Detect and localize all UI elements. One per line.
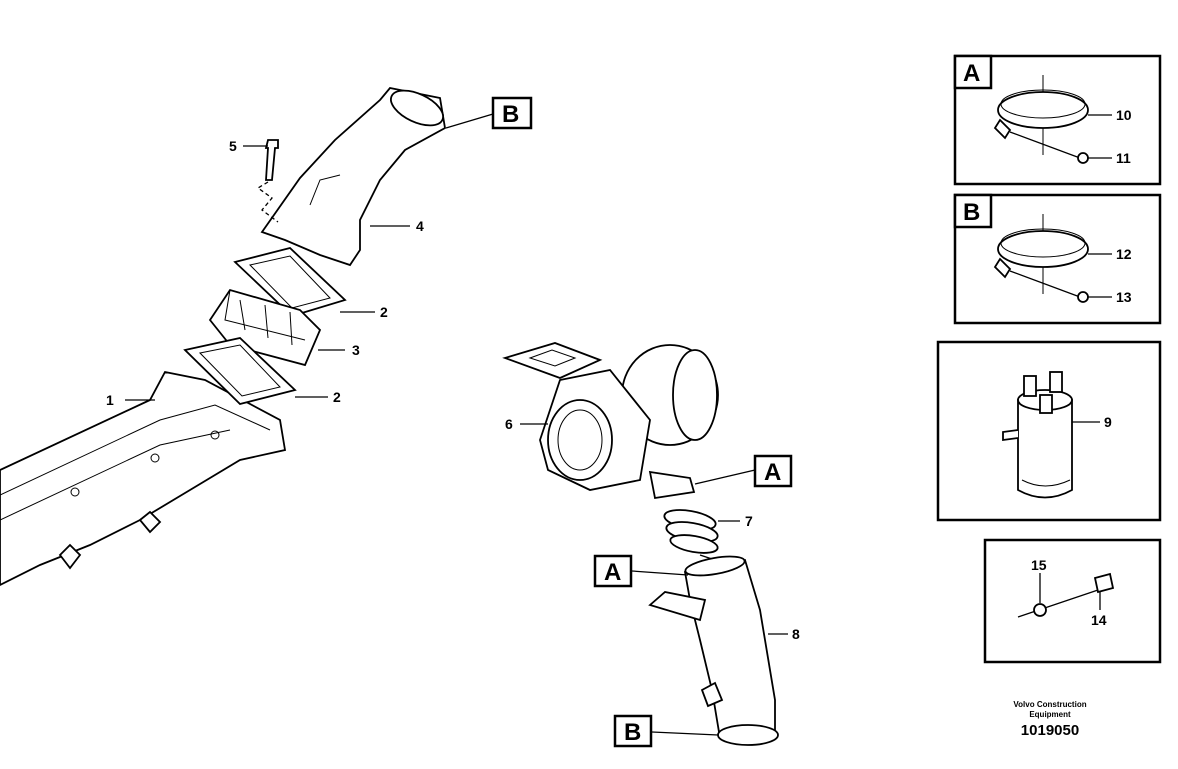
- turbocharger: [502, 342, 719, 500]
- callout-2: 2: [380, 304, 388, 320]
- bolt: [256, 139, 279, 223]
- gasket-lower: [183, 337, 297, 405]
- svg-text:B: B: [624, 719, 641, 746]
- title-block: Volvo Construction Equipment 1019050: [990, 700, 1110, 739]
- callout-9: 9: [1104, 414, 1112, 430]
- exhaust-manifold: [0, 370, 287, 587]
- callout-5: 5: [229, 138, 237, 154]
- svg-text:A: A: [963, 60, 980, 87]
- inset-relay: 9: [936, 340, 1162, 522]
- svg-text:B: B: [963, 199, 980, 226]
- company-name: Volvo Construction: [1013, 700, 1087, 709]
- callout-13: 13: [1116, 289, 1132, 305]
- callout-12: 12: [1116, 246, 1132, 262]
- ref-a-turbo: A: [694, 454, 793, 488]
- ref-a-pipe: A: [593, 554, 689, 588]
- svg-text:B: B: [502, 101, 519, 128]
- callout-6: 6: [505, 416, 513, 432]
- bellows: [663, 509, 719, 561]
- callout-3: 3: [352, 342, 360, 358]
- callout-11: 11: [1116, 150, 1131, 166]
- callout-14: 14: [1091, 612, 1107, 628]
- inset-b-clamp: B 12 13: [953, 193, 1162, 325]
- gasket-upper: [233, 247, 347, 318]
- drawing-number: 1019050: [1020, 722, 1080, 739]
- svg-text:A: A: [764, 459, 781, 486]
- callout-2: 2: [333, 389, 341, 405]
- callout-15: 15: [1031, 557, 1047, 573]
- inset-bolt-nut: 15 14: [983, 538, 1162, 664]
- elbow-pipe: [648, 555, 779, 746]
- callout-4: 4: [416, 218, 424, 234]
- exhaust-pipe: [260, 87, 446, 267]
- callout-8: 8: [792, 626, 800, 642]
- ref-b-pipe: B: [613, 714, 719, 748]
- callout-10: 10: [1116, 107, 1132, 123]
- callout-1: 1: [106, 392, 114, 408]
- callout-7: 7: [745, 513, 753, 529]
- company-name-line2: Equipment: [1029, 710, 1071, 719]
- inset-a-clamp: A 10 11: [953, 54, 1162, 186]
- svg-text:A: A: [604, 559, 621, 586]
- ref-b-top: B: [445, 96, 533, 130]
